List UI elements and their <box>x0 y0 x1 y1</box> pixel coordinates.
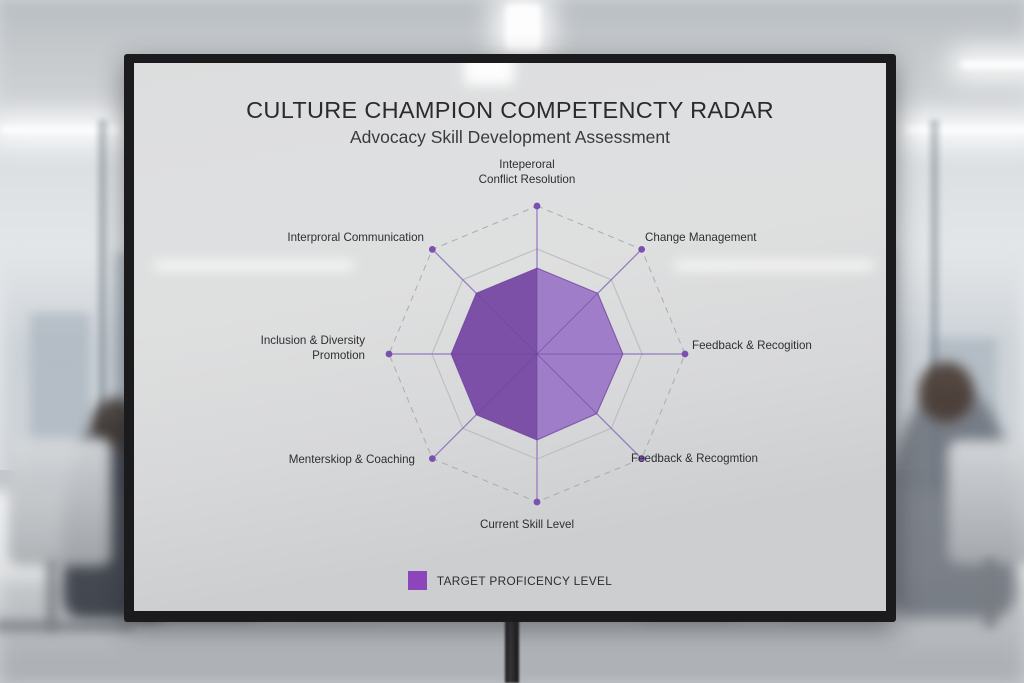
radar-vertex-dot-5 <box>428 455 436 463</box>
axis-label-mentorship-coaching: Menterskiop & Coaching <box>288 453 415 466</box>
chair-left <box>8 438 112 566</box>
chart-legend: TARGET PROFICENCY LEVEL <box>134 571 886 590</box>
screen-glare-right <box>674 261 874 270</box>
chair-right-leg <box>984 558 996 628</box>
ceiling-light-center <box>505 4 541 50</box>
ceiling-light-left <box>0 126 120 134</box>
radar-inner-spoke-3 <box>536 353 598 415</box>
window-mullion-4 <box>930 120 939 520</box>
axis-label-change-management: Change Management <box>645 231 757 244</box>
axis-label-interpersonal-communication: Interproral Communication <box>287 231 424 244</box>
radar-chart-svg <box>385 202 689 506</box>
radar-inner-spoke-7 <box>475 292 538 355</box>
legend-label-target-proficency: TARGET PROFICENCY LEVEL <box>436 573 613 588</box>
legend-swatch-target-proficency <box>407 571 427 590</box>
presentation-screen-frame: CULTURE CHAMPION COMPETENCTY RADAR Advoc… <box>124 54 896 622</box>
radar-vertex-dot-1 <box>638 245 646 253</box>
ceiling-light-right-2 <box>905 126 1024 134</box>
ceiling-light-right <box>960 60 1024 69</box>
axis-label-inclusion-diversity: Inclusion & Diversity Promotion <box>260 334 365 362</box>
person-right-3-head <box>918 362 974 422</box>
radar-inner-spoke-1 <box>536 292 599 355</box>
radar-vertex-dot-0 <box>533 202 541 210</box>
axis-label-current-skill-level: Current Skill Level <box>479 518 575 531</box>
window-mullion-1 <box>98 120 107 520</box>
chair-left-base <box>0 620 134 632</box>
axis-label-feedback-recogition: Feedback & Recogition <box>692 339 812 352</box>
radar-vertex-dot-7 <box>428 245 436 253</box>
page-title: CULTURE CHAMPION COMPETENCTY RADAR <box>246 97 774 123</box>
axis-label-feedback-recogmtion: Feedback & Recogmtion <box>631 452 758 465</box>
axis-label-conflict-resolution: Inteperoral Conflict Resolution <box>478 158 576 186</box>
screen-glare-top <box>464 63 514 85</box>
radar-vertex-dot-2 <box>681 350 689 358</box>
radar-vertex-dot-6 <box>385 350 393 358</box>
page-subtitle: Advocacy Skill Development Assessment <box>350 127 670 147</box>
screen-stand-pole <box>505 620 519 683</box>
presentation-screen-surface: CULTURE CHAMPION COMPETENCTY RADAR Advoc… <box>134 63 886 611</box>
radar-vertex-dot-4 <box>533 498 541 506</box>
radar-vertex-dot-3 <box>638 455 646 463</box>
screen-glare-left <box>154 261 354 270</box>
chair-left-leg <box>46 560 58 630</box>
chair-right <box>948 440 1024 564</box>
radar-inner-spoke-5 <box>475 353 538 416</box>
